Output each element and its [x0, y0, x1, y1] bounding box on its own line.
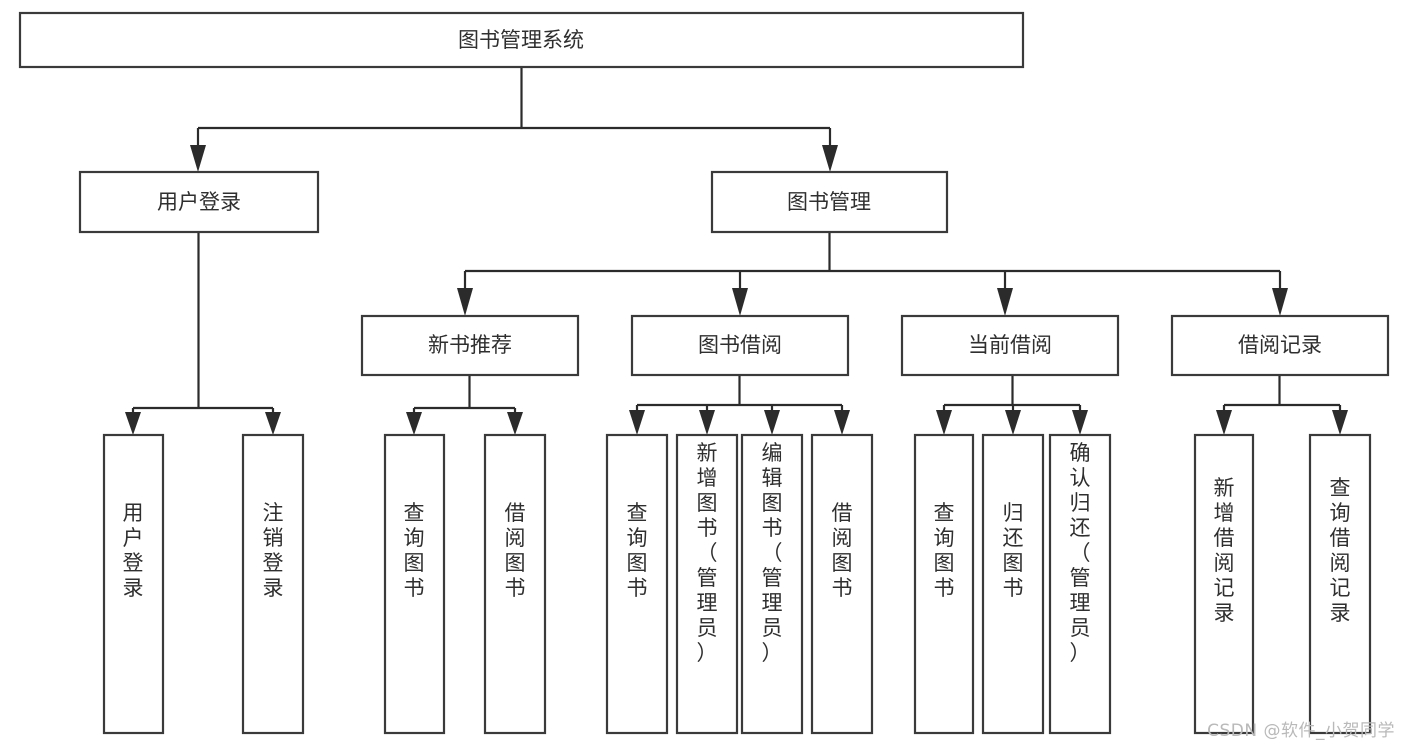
arrow-head-newbook: [457, 288, 473, 316]
arrow-head-book-mgmt: [822, 145, 838, 172]
node-book-borrow-box[interactable]: [630, 314, 850, 377]
node-root-system-label: 图书管理系统: [458, 28, 584, 52]
arrow-head-leaf-add-record: [1216, 410, 1232, 435]
arrow-head-user-login: [190, 145, 206, 172]
node-current-borrow-label: 当前借阅: [968, 333, 1052, 357]
node-root-system-box[interactable]: [18, 11, 1025, 69]
node-root-system[interactable]: 图书管理系统: [18, 11, 1025, 69]
leaf-node-return-book-label: 归还图书: [1003, 501, 1024, 600]
arrow-head-leaf-query-record: [1332, 410, 1348, 435]
node-book-borrow[interactable]: 图书借阅: [630, 314, 850, 377]
arrow-head-borrow: [732, 288, 748, 316]
connector-group-current: [936, 375, 1088, 435]
leaf-node-query-book-current-box[interactable]: [913, 433, 975, 735]
arrow-head-leaf-return-book: [1005, 410, 1021, 435]
leaf-node-return-book[interactable]: 归还图书: [981, 433, 1045, 735]
arrow-head-leaf-add-book: [699, 410, 715, 435]
arrow-head-leaf-query-book-1: [406, 412, 422, 435]
leaf-node-user-login-label: 用户登录: [123, 501, 144, 600]
leaf-node-logout[interactable]: 注销登录: [241, 433, 305, 735]
connector-group-book-mgmt: [457, 232, 1288, 316]
leaf-node-confirm-return-admin-label: 确认归还（管理员）: [1070, 441, 1091, 665]
node-new-book-recommend-label: 新书推荐: [428, 333, 512, 357]
leaf-node-borrow-book-newbook-box[interactable]: [483, 433, 547, 735]
leaf-node-query-book-borrow-label: 查询图书: [627, 501, 648, 600]
node-new-book-recommend-box[interactable]: [360, 314, 580, 377]
leaf-node-confirm-return-admin[interactable]: 确认归还（管理员）: [1048, 433, 1112, 735]
node-borrow-record-label: 借阅记录: [1238, 333, 1322, 357]
node-current-borrow[interactable]: 当前借阅: [900, 314, 1120, 377]
node-new-book-recommend[interactable]: 新书推荐: [360, 314, 580, 377]
leaf-node-query-borrow-record-label: 查询借阅记录: [1330, 476, 1351, 625]
arrow-head-record: [1272, 288, 1288, 316]
csdn-watermark: CSDN @软件_小贺同学: [1207, 721, 1395, 741]
arrow-head-current: [997, 288, 1013, 316]
leaf-node-query-book-current-label: 查询图书: [934, 501, 955, 600]
leaf-node-add-borrow-record[interactable]: 新增借阅记录: [1193, 433, 1255, 735]
node-borrow-record-box[interactable]: [1170, 314, 1390, 377]
connector-group-newbook: [406, 375, 523, 435]
leaf-node-confirm-return-admin-box[interactable]: [1048, 433, 1112, 735]
leaf-node-return-book-box[interactable]: [981, 433, 1045, 735]
node-book-borrow-label: 图书借阅: [698, 333, 782, 357]
leaf-node-borrow-book-newbook-label: 借阅图书: [505, 501, 526, 600]
leaf-node-query-book-current[interactable]: 查询图书: [913, 433, 975, 735]
leaf-node-add-borrow-record-box[interactable]: [1193, 433, 1255, 735]
leaf-node-query-book-borrow-box[interactable]: [605, 433, 669, 735]
leaf-node-add-book-admin[interactable]: 新增图书（管理员）: [675, 433, 739, 735]
node-user-login-label: 用户登录: [157, 190, 241, 214]
node-borrow-record[interactable]: 借阅记录: [1170, 314, 1390, 377]
connector-group-record: [1216, 375, 1348, 435]
arrow-head-leaf-edit-book: [764, 410, 780, 435]
arrow-head-leaf-borrow-book-2: [834, 410, 850, 435]
leaf-node-query-borrow-record[interactable]: 查询借阅记录: [1308, 433, 1372, 735]
leaf-node-borrow-book-borrow-box[interactable]: [810, 433, 874, 735]
leaf-node-query-book-borrow[interactable]: 查询图书: [605, 433, 669, 735]
leaf-node-edit-book-admin-box[interactable]: [740, 433, 804, 735]
node-user-login[interactable]: 用户登录: [78, 170, 320, 234]
leaf-node-add-borrow-record-label: 新增借阅记录: [1214, 476, 1235, 625]
arrow-head-leaf-borrow-book-1: [507, 412, 523, 435]
leaf-node-logout-box[interactable]: [241, 433, 305, 735]
leaf-node-query-book-newbook-box[interactable]: [383, 433, 446, 735]
arrow-head-leaf-confirm-return: [1072, 410, 1088, 435]
arrow-head-leaf-query-book-3: [936, 410, 952, 435]
arrow-head-leaf-user-login: [125, 412, 141, 435]
leaf-node-borrow-book-borrow[interactable]: 借阅图书: [810, 433, 874, 735]
connector-group-borrow: [629, 375, 850, 435]
node-book-management[interactable]: 图书管理: [710, 170, 949, 234]
connector-group-root: [190, 67, 838, 172]
leaf-node-edit-book-admin[interactable]: 编辑图书（管理员）: [740, 433, 804, 735]
leaf-node-user-login[interactable]: 用户登录: [102, 433, 165, 735]
leaf-node-logout-label: 注销登录: [263, 501, 284, 600]
connector-group-user-login: [125, 232, 281, 435]
arrow-head-leaf-query-book-2: [629, 410, 645, 435]
node-current-borrow-box[interactable]: [900, 314, 1120, 377]
leaf-node-query-book-newbook-label: 查询图书: [404, 501, 425, 600]
leaf-node-borrow-book-newbook[interactable]: 借阅图书: [483, 433, 547, 735]
leaf-node-user-login-box[interactable]: [102, 433, 165, 735]
arrow-head-leaf-logout: [265, 412, 281, 435]
leaf-node-borrow-book-borrow-label: 借阅图书: [832, 501, 853, 600]
node-book-management-label: 图书管理: [787, 190, 871, 214]
leaf-node-query-book-newbook[interactable]: 查询图书: [383, 433, 446, 735]
leaf-node-query-borrow-record-box[interactable]: [1308, 433, 1372, 735]
leaf-node-add-book-admin-label: 新增图书（管理员）: [697, 441, 718, 665]
node-user-login-box[interactable]: [78, 170, 320, 234]
leaf-node-add-book-admin-box[interactable]: [675, 433, 739, 735]
node-book-management-box[interactable]: [710, 170, 949, 234]
leaf-node-edit-book-admin-label: 编辑图书（管理员）: [762, 441, 783, 665]
